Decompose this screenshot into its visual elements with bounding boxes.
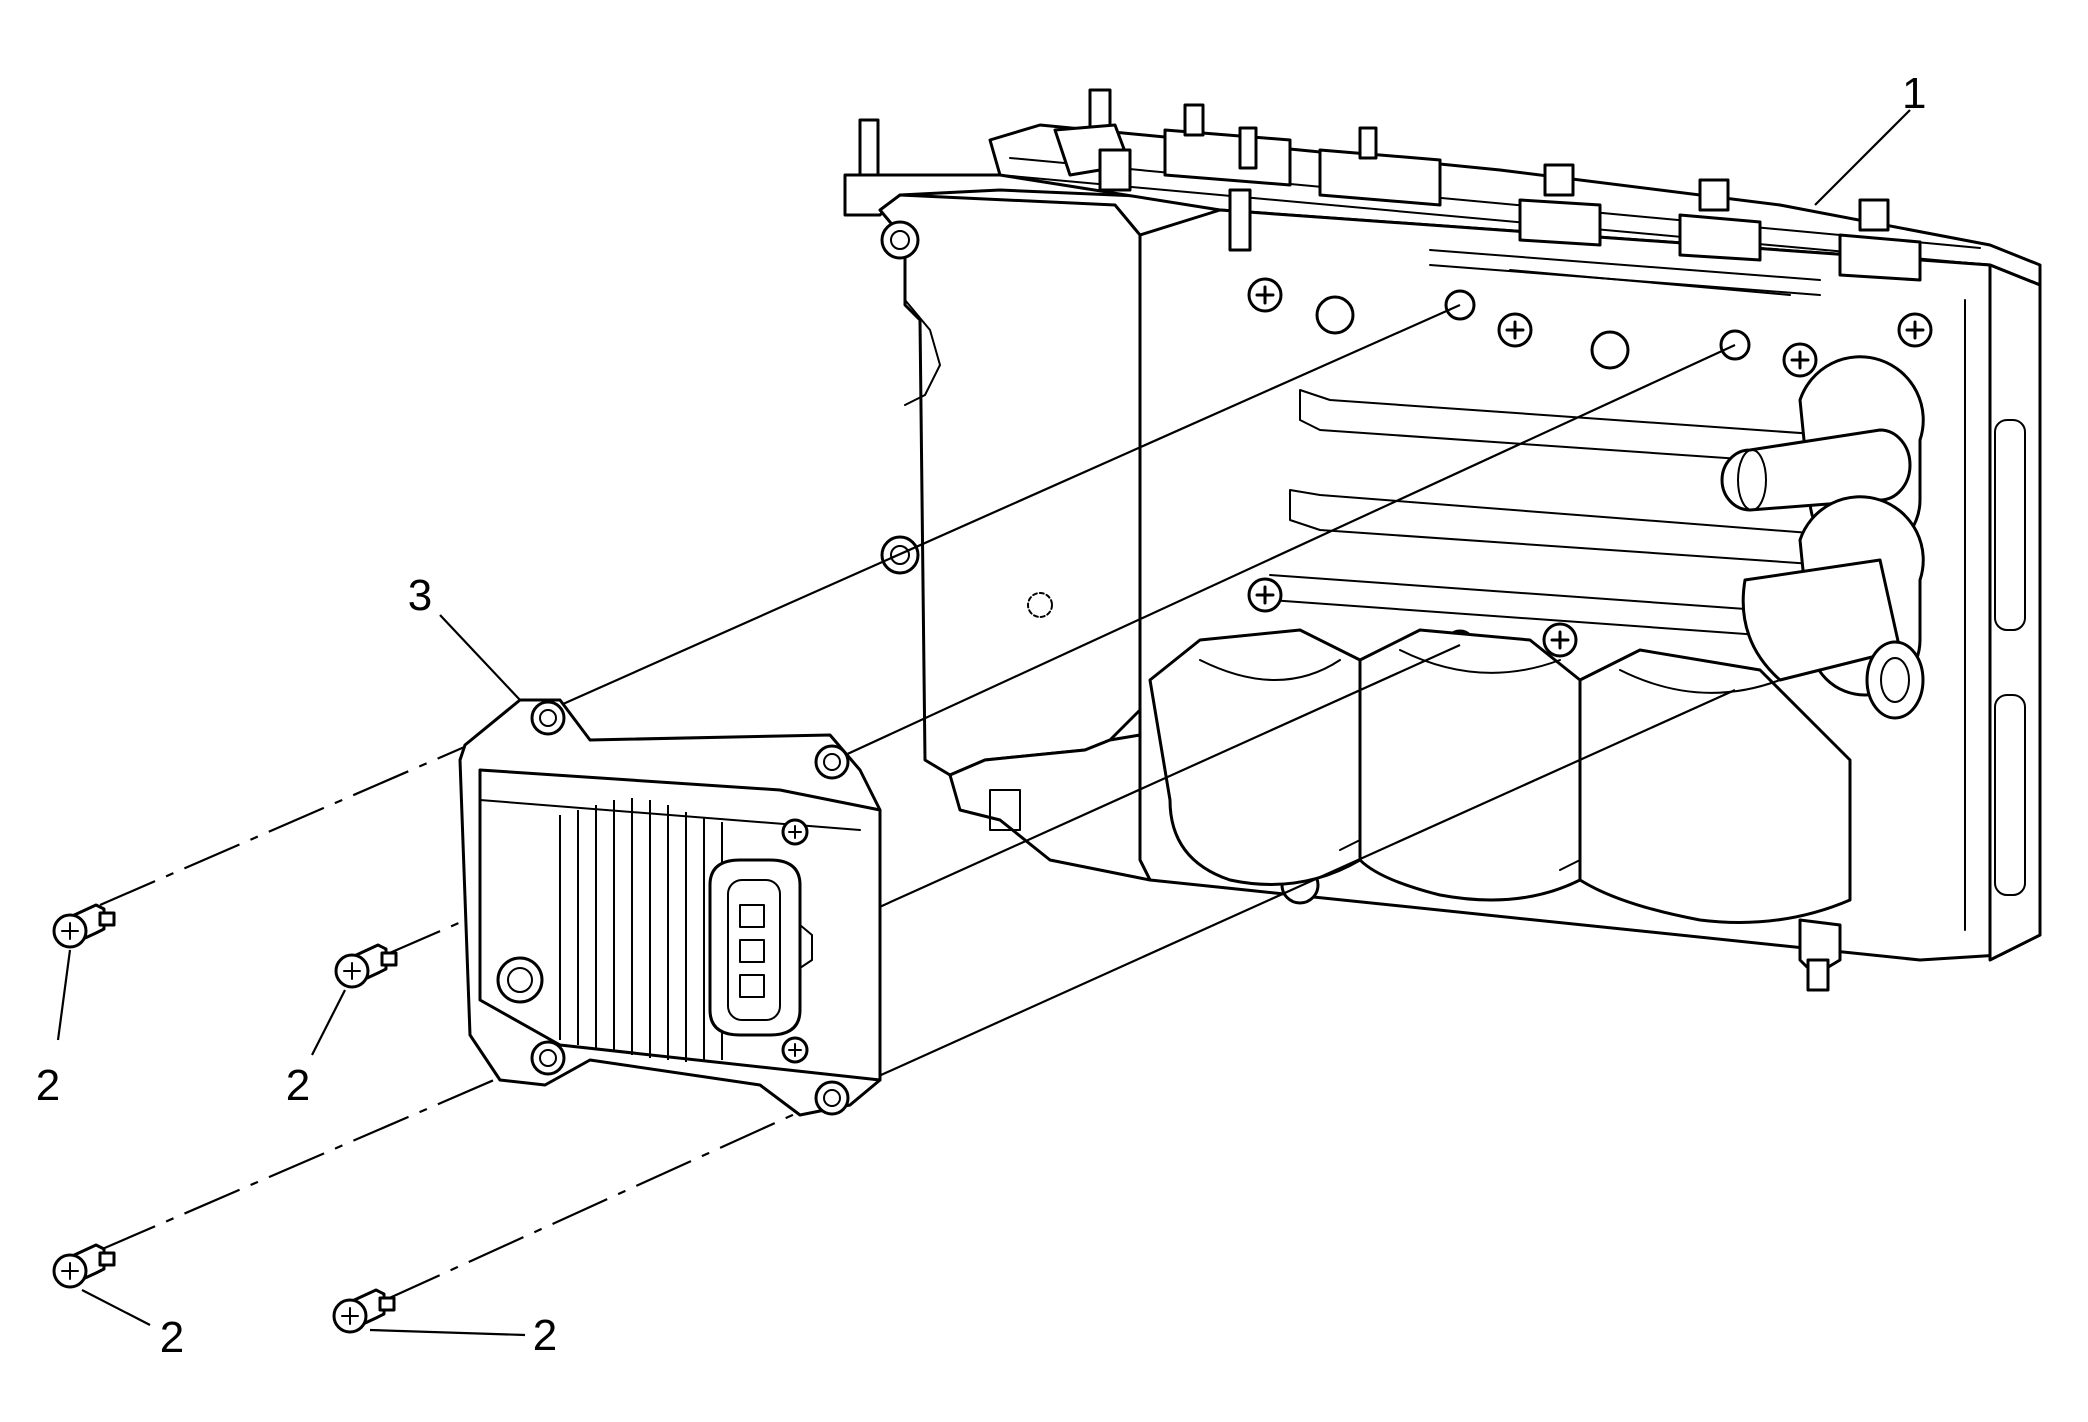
bolts bbox=[52, 903, 398, 1334]
top-connector-block-right bbox=[1318, 126, 1442, 207]
callout-2-upper-left: 2 bbox=[36, 1061, 60, 1110]
top-connector-block-center bbox=[1163, 103, 1292, 252]
callout-1: 1 bbox=[1902, 69, 1926, 118]
module-connector bbox=[708, 818, 813, 1064]
heatsink-module bbox=[458, 698, 882, 1117]
top-connector-block-left bbox=[1053, 123, 1132, 192]
capacitor-housings bbox=[1148, 628, 1852, 924]
bolt-upper-left bbox=[52, 903, 116, 949]
bolt-lower-left bbox=[52, 1243, 116, 1289]
bolt-lower-right bbox=[332, 1288, 396, 1334]
callout-labels: 1 3 2 2 2 2 bbox=[36, 69, 1927, 1362]
terminal-bolts bbox=[1518, 163, 1922, 282]
callout-leaders bbox=[56, 109, 1911, 1337]
alignment-lines bbox=[99, 303, 1736, 1302]
callout-2-lower-left: 2 bbox=[160, 1313, 184, 1362]
callout-2-lower-right: 2 bbox=[533, 1311, 557, 1360]
coolant-pipe-lower bbox=[1741, 495, 1925, 720]
main-module-housing bbox=[843, 88, 2042, 992]
callout-2-upper-right: 2 bbox=[286, 1061, 310, 1110]
bolt-upper-right bbox=[334, 943, 398, 989]
callout-3: 3 bbox=[408, 571, 432, 620]
